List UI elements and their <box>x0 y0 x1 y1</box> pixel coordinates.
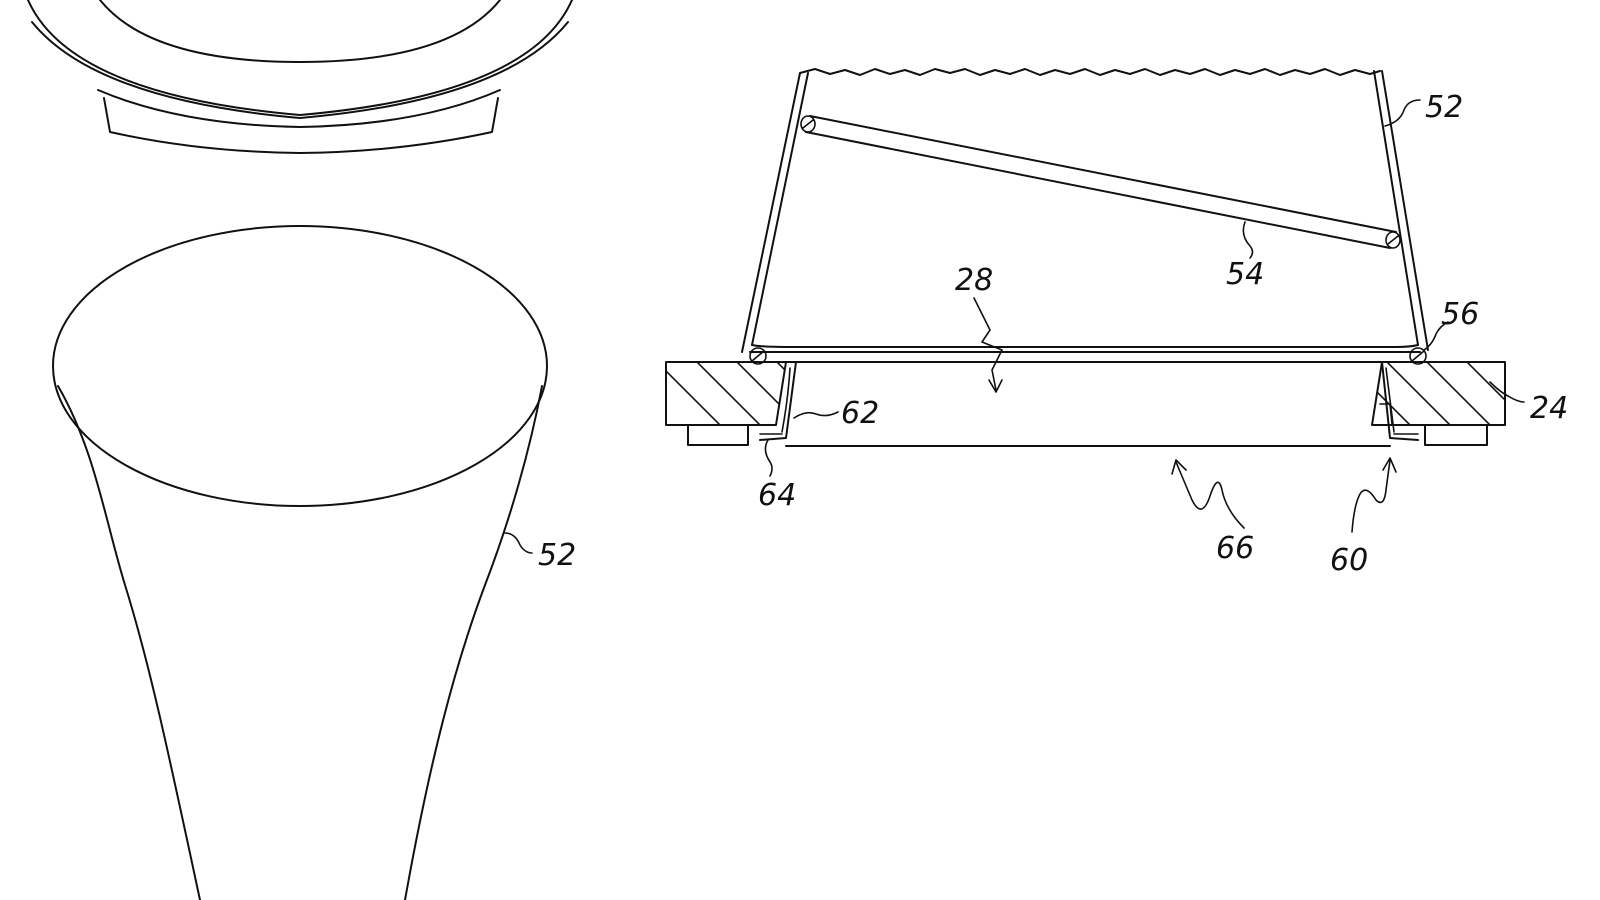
panel-right-section <box>1371 361 1506 446</box>
ref-number: 28 <box>955 263 993 298</box>
label-66: 66 <box>1171 459 1254 566</box>
panel-left-section <box>665 361 787 446</box>
cup-section <box>741 68 1429 353</box>
rod <box>800 115 1401 249</box>
label-56: 56 <box>1423 297 1479 351</box>
label-28: 28 <box>955 263 1003 393</box>
label-52-right: 52 <box>1384 90 1463 127</box>
ref-number: 60 <box>1330 543 1368 578</box>
cup-outline <box>52 225 548 900</box>
ref-number: 64 <box>758 478 796 513</box>
opening-edges <box>785 361 1391 447</box>
right-view: 52 54 28 56 24 62 6 <box>665 68 1568 578</box>
label-60: 60 <box>1330 457 1397 578</box>
ref-number: 52 <box>538 538 576 573</box>
ref-number: 24 <box>1530 391 1568 426</box>
liner-right <box>1379 361 1419 441</box>
label-54: 54 <box>1226 221 1264 292</box>
lid-outline <box>27 0 573 154</box>
ref-number: 54 <box>1226 257 1264 292</box>
left-view: 52 <box>27 0 576 900</box>
label-24: 24 <box>1489 381 1568 426</box>
ref-number: 56 <box>1441 297 1479 332</box>
liner-left <box>759 361 797 441</box>
ref-number: 52 <box>1425 90 1463 125</box>
ref-number: 62 <box>841 396 879 431</box>
ref-number: 66 <box>1216 531 1254 566</box>
label-52-left: 52 <box>504 532 576 573</box>
label-62: 62 <box>793 396 879 431</box>
bead-left <box>749 347 767 365</box>
bead-right <box>1409 347 1427 365</box>
label-64: 64 <box>758 439 796 513</box>
